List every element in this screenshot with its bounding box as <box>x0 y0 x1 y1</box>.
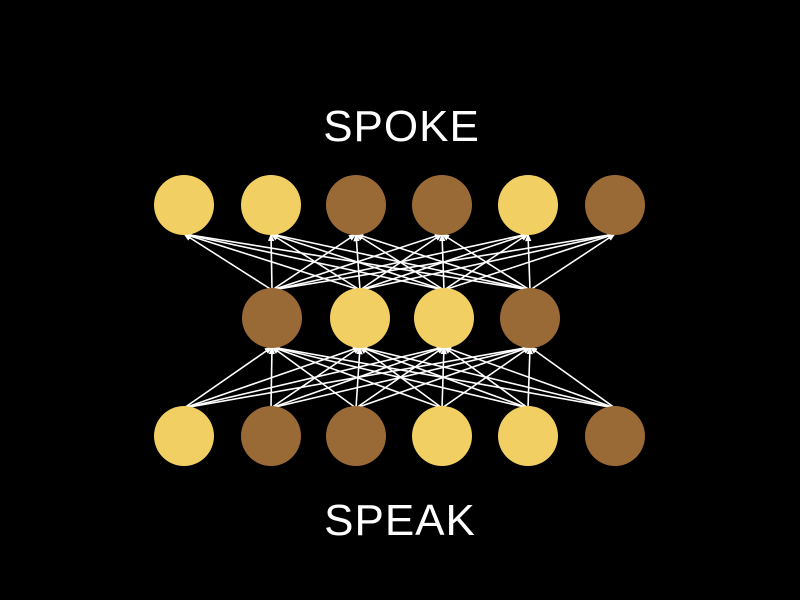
edge-input-1-to-hidden-0 <box>268 346 276 409</box>
edge-hidden-1-to-output-0 <box>183 233 361 291</box>
edge-hidden-3-to-output-4 <box>525 233 532 291</box>
edge-hidden-3-to-output-1 <box>270 232 531 291</box>
output-node-1-light <box>154 175 214 235</box>
output-word-label: SPOKE <box>323 102 480 151</box>
nodes <box>154 175 645 466</box>
edge-input-5-to-hidden-3 <box>529 346 616 409</box>
input-node-5-light <box>498 406 558 466</box>
edge-input-1-to-hidden-1 <box>270 346 361 409</box>
edge-input-0-to-hidden-0 <box>183 346 273 409</box>
hidden-node-1-dark <box>242 288 302 348</box>
output-node-5-light <box>498 175 558 235</box>
input-node-6-dark <box>585 406 645 466</box>
edge-hidden-3-to-output-3 <box>441 233 531 291</box>
hidden-node-4-dark <box>500 288 560 348</box>
edges <box>183 231 616 409</box>
output-node-6-dark <box>585 175 645 235</box>
input-node-3-dark <box>326 406 386 466</box>
output-node-3-dark <box>326 175 386 235</box>
edge-hidden-3-to-output-5 <box>529 233 616 291</box>
output-node-4-dark <box>412 175 472 235</box>
edge-input-5-to-hidden-1 <box>359 345 616 409</box>
edge-hidden-3-to-output-2 <box>355 233 531 291</box>
input-node-4-light <box>412 406 472 466</box>
input-node-1-light <box>154 406 214 466</box>
hidden-node-2-light <box>330 288 390 348</box>
edge-input-3-to-hidden-0 <box>271 346 443 409</box>
input-node-2-dark <box>241 406 301 466</box>
edge-hidden-0-to-output-0 <box>183 233 273 291</box>
edge-input-4-to-hidden-0 <box>271 345 529 409</box>
hidden-node-3-light <box>414 288 474 348</box>
edge-input-5-to-hidden-0 <box>271 345 616 409</box>
edge-input-5-to-hidden-2 <box>443 346 616 409</box>
input-word-label: SPEAK <box>324 496 476 545</box>
output-node-2-light <box>241 175 301 235</box>
edge-hidden-3-to-output-0 <box>183 231 531 291</box>
edge-input-2-to-hidden-0 <box>271 346 357 409</box>
edge-hidden-2-to-output-0 <box>183 232 445 291</box>
